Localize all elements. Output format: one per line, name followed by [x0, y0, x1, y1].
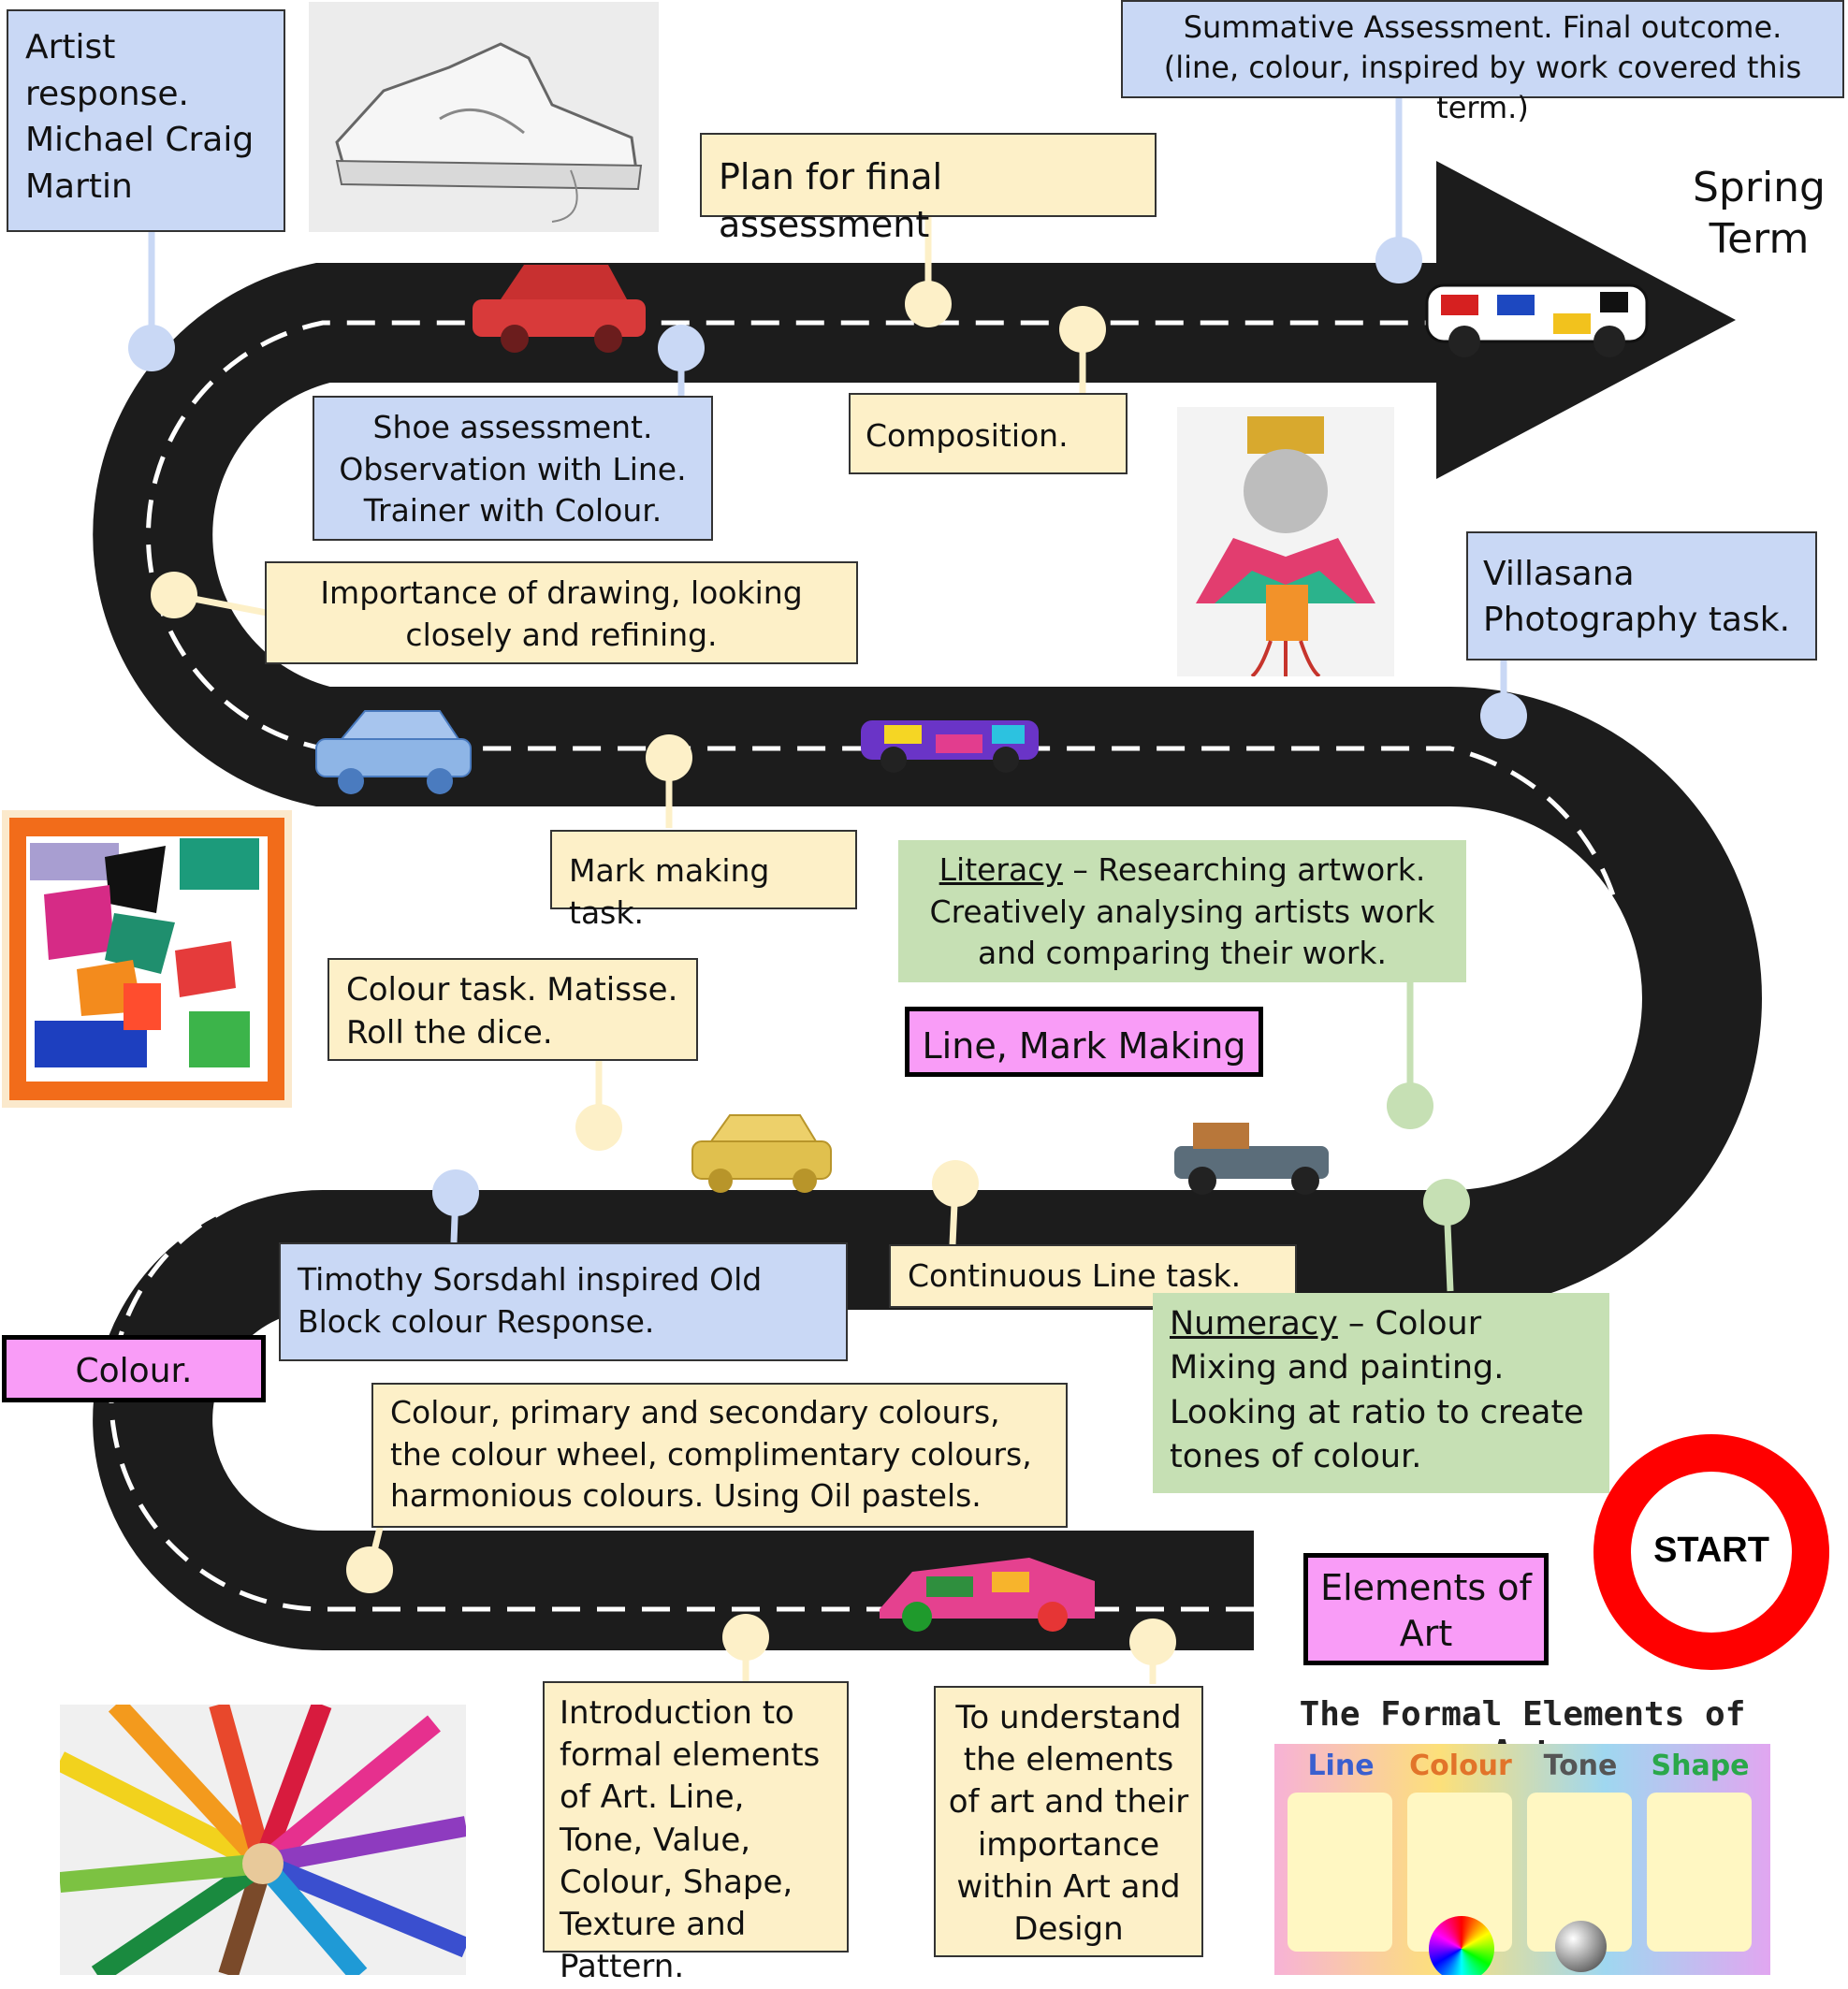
milestone-dot-plan	[905, 281, 952, 327]
milestone-dot-literacy	[1387, 1082, 1433, 1129]
milestone-dot-colourtask	[575, 1104, 622, 1151]
numeracy-text: – Colour Mixing and painting. Looking at…	[1170, 1305, 1584, 1475]
car-yellow-patterned	[691, 1114, 832, 1193]
timothy-sorsdahl-box: Timothy Sorsdahl inspired Old Block colo…	[279, 1242, 848, 1361]
term-label-line1: Spring	[1693, 164, 1826, 211]
villasana-box: Villasana Photography task.	[1466, 531, 1817, 661]
poster-column-tone: Tone	[1543, 1749, 1618, 1782]
term-label: Spring Term	[1684, 162, 1834, 265]
colour-primary-box: Colour, primary and secondary colours, t…	[371, 1383, 1068, 1528]
term-label-line2: Term	[1709, 215, 1810, 263]
car-mondrian	[1425, 283, 1649, 357]
car-vintage	[1174, 1123, 1329, 1195]
literacy-box: Literacy – Researching artwork. Creative…	[898, 840, 1466, 982]
car-graffiti	[861, 720, 1039, 773]
car-blue-patterned	[315, 710, 472, 794]
queen-portrait-image	[1177, 407, 1394, 676]
numeracy-box: Numeracy – Colour Mixing and painting. L…	[1153, 1293, 1609, 1493]
understand-elements-box: To understand the elements of art and th…	[934, 1686, 1203, 1957]
milestone-dot-shoe	[658, 325, 705, 371]
poster-column-colour: Colour	[1409, 1749, 1512, 1782]
shoe-assessment-box: Shoe assessment. Observation with Line. …	[313, 396, 713, 541]
plan-final-assessment-box: Plan for final assessment	[700, 133, 1157, 245]
milestone-dot-continuous	[932, 1160, 979, 1207]
milestone-dot-villasana	[1480, 692, 1527, 739]
colour-heading: Colour.	[2, 1335, 266, 1402]
milestone-dot-artist	[128, 325, 175, 371]
numeracy-label: Numeracy	[1170, 1305, 1338, 1343]
formal-elements-poster: The Formal Elements of Art Line Colour T…	[1274, 1691, 1770, 1975]
milestone-dot-understand	[1129, 1619, 1176, 1665]
milestone-dot-timothy	[432, 1169, 479, 1216]
poster-column-line: Line	[1307, 1749, 1375, 1782]
importance-drawing-box: Importance of drawing, looking closely a…	[265, 561, 858, 664]
matisse-collage-image	[2, 810, 292, 1108]
continuous-line-box: Continuous Line task.	[889, 1244, 1297, 1308]
artist-response-box: Artist response. Michael Craig Martin	[7, 9, 285, 232]
milestone-dot-summative	[1375, 237, 1422, 283]
poster-title: The Formal Elements of Art	[1299, 1695, 1746, 1772]
elements-of-art-heading: Elements of Art	[1303, 1553, 1549, 1665]
shoe-sketch-image	[309, 2, 659, 232]
milestone-dot-primary	[346, 1546, 393, 1593]
milestone-dot-composition	[1059, 306, 1106, 353]
poster-column-shape: Shape	[1651, 1749, 1750, 1782]
car-red-patterned	[473, 265, 646, 353]
colour-task-box: Colour task. Matisse. Roll the dice.	[327, 958, 698, 1061]
milestone-dot-importance	[151, 572, 197, 618]
summative-assessment-box: Summative Assessment. Final outcome. (li…	[1121, 0, 1844, 125]
milestone-dot-numeracy	[1423, 1179, 1470, 1226]
composition-box: Composition.	[849, 393, 1128, 474]
intro-formal-elements-box: Introduction to formal elements of Art. …	[543, 1681, 849, 1985]
coloured-pencils-image	[60, 1705, 466, 1975]
milestone-dot-mark	[646, 734, 692, 781]
milestone-dot-intro	[722, 1614, 769, 1661]
road-center-line	[109, 320, 1628, 1612]
car-colourful-sports	[880, 1558, 1095, 1632]
road-path	[93, 263, 1762, 1650]
literacy-text: – Researching artwork. Creatively analys…	[929, 851, 1435, 972]
start-label: START	[1653, 1531, 1769, 1570]
mark-making-box: Mark making task.	[550, 830, 857, 931]
literacy-label: Literacy	[939, 851, 1063, 888]
line-mark-making-heading: Line, Mark Making	[905, 1007, 1263, 1077]
